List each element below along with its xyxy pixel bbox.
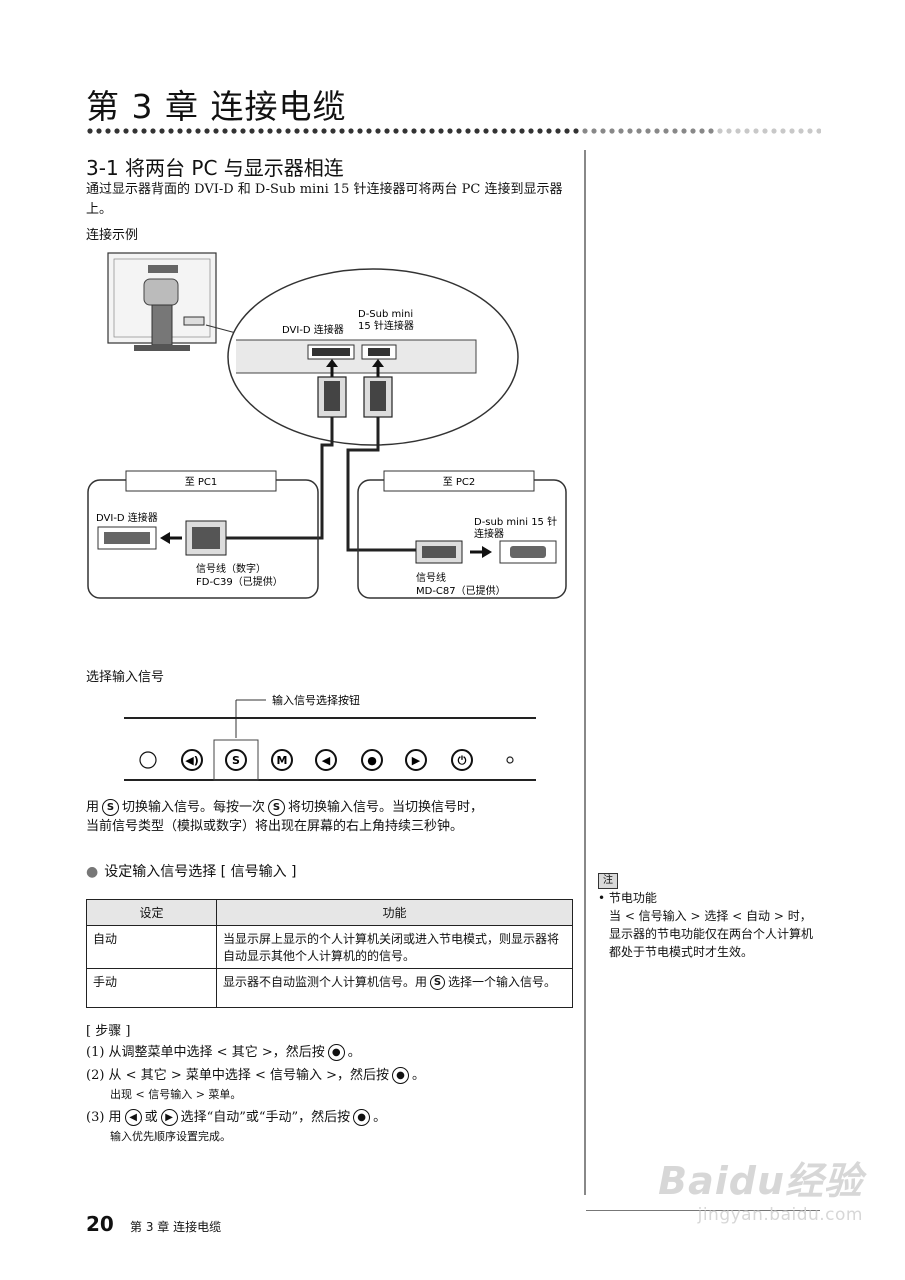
col-function-header: 功能 bbox=[216, 899, 573, 926]
monitor-rear-illustration bbox=[107, 252, 217, 351]
svg-text:◀: ◀ bbox=[322, 754, 331, 767]
right-arrow-icon: ▶ bbox=[405, 749, 427, 771]
pc1-label: 至 PC1 bbox=[185, 476, 218, 488]
baidu-watermark: Baidu经验 jingyan.baidu.com bbox=[658, 1150, 863, 1225]
row-auto-desc: 当显示屏上显示的个人计算机关闭或进入节电模式，则显示器将自动显示其他个人计算机的… bbox=[216, 925, 573, 969]
connection-diagram: DVI-D 连接器 D-Sub mini 15 针连接器 至 PC1 DVI-D… bbox=[87, 252, 567, 599]
mode-icon: M bbox=[271, 749, 293, 771]
signal-select-icon: S bbox=[102, 799, 120, 816]
watermark-logo: Baidu经验 bbox=[658, 1159, 863, 1203]
step-3-text-c: 选择“自动”或“手动”，然后按 bbox=[180, 1110, 351, 1125]
step-1-end: 。 bbox=[347, 1045, 361, 1060]
pc2-connector-label-1: D-sub mini 15 针 bbox=[474, 515, 557, 528]
footer-chapter-label: 第 3 章 连接电缆 bbox=[130, 1220, 222, 1234]
column-divider bbox=[584, 150, 586, 1195]
svg-text:●: ● bbox=[367, 754, 377, 767]
speaker-icon: ◀) bbox=[181, 749, 203, 771]
watermark-url: jingyan.baidu.com bbox=[697, 1205, 863, 1225]
select-input-heading: 选择输入信号 bbox=[86, 670, 165, 685]
row-manual-desc-post: 选择一个输入信号。 bbox=[448, 975, 557, 989]
step-3-note: 输入优先顺序设置完成。 bbox=[110, 1130, 231, 1143]
pc2-connector-label-2: 连接器 bbox=[474, 527, 504, 540]
note-block: • 节电功能 当 < 信号输入 > 选择 < 自动 > 时，显示器的节电功能仅在… bbox=[598, 889, 823, 961]
enter-icon: ● bbox=[353, 1109, 371, 1126]
pc1-cable-label-1: 信号线（数字） bbox=[196, 562, 266, 575]
col-setting-header: 设定 bbox=[86, 899, 217, 926]
select-button-callout: 输入信号选择按钮 bbox=[272, 693, 360, 707]
power-indicator-icon bbox=[506, 756, 514, 764]
setting-bullet-title: ●设定输入信号选择 [ 信号输入 ] bbox=[86, 864, 297, 880]
footer-rule bbox=[586, 1210, 820, 1211]
desc-post: 将切换输入信号。当切换信号时， bbox=[288, 800, 484, 815]
sensor-icon bbox=[139, 751, 157, 769]
step-2-end: 。 bbox=[412, 1068, 426, 1083]
steps-block: [ 步骤 ] (1) 从调整菜单中选择 < 其它 >，然后按●。 (2) 从 <… bbox=[86, 1022, 576, 1146]
pc2-cable-label-2: MD-C87（已提供） bbox=[416, 584, 506, 597]
example-heading: 连接示例 bbox=[86, 228, 139, 243]
steps-heading: [ 步骤 ] bbox=[86, 1024, 131, 1039]
step-2: (2) 从 < 其它 > 菜单中选择 < 信号输入 >，然后按●。 bbox=[86, 1066, 576, 1085]
settings-table: 设定 功能 自动 当显示屏上显示的个人计算机关闭或进入节电模式，则显示器将自动显… bbox=[86, 899, 573, 1008]
left-arrow-icon: ◀ bbox=[124, 1109, 142, 1126]
pc2-cable-label-1: 信号线 bbox=[416, 571, 446, 584]
chapter-title: 第 3 章 连接电缆 bbox=[86, 87, 347, 126]
power-icon: ⏻ bbox=[451, 749, 473, 771]
section-title: 3-1 将两台 PC 与显示器相连 bbox=[86, 156, 344, 180]
right-arrow-icon: ▶ bbox=[160, 1109, 178, 1126]
step-3: (3) 用◀或▶选择“自动”或“手动”，然后按●。 bbox=[86, 1108, 576, 1127]
pc1-connector-label: DVI-D 连接器 bbox=[96, 511, 158, 524]
note-tag: 注 bbox=[598, 873, 618, 889]
step-3-end: 。 bbox=[373, 1110, 387, 1125]
dsub-label-2: 15 针连接器 bbox=[358, 319, 414, 332]
table-row: 自动 当显示屏上显示的个人计算机关闭或进入节电模式，则显示器将自动显示其他个人计… bbox=[86, 925, 573, 969]
desc-pre: 用 bbox=[86, 800, 100, 815]
intro-text: 通过显示器背面的 DVI-D 和 D-Sub mini 15 针连接器可将两台 … bbox=[86, 182, 563, 217]
svg-text:S: S bbox=[232, 754, 240, 767]
step-3-text-b: 或 bbox=[144, 1110, 158, 1125]
dotted-rule bbox=[87, 128, 821, 134]
table-header-row: 设定 功能 bbox=[86, 899, 573, 926]
row-manual-name: 手动 bbox=[86, 968, 217, 1008]
row-auto-name: 自动 bbox=[86, 925, 217, 969]
enter-icon: ● bbox=[392, 1067, 410, 1084]
left-arrow-icon: ◀ bbox=[315, 749, 337, 771]
desc-mid: 切换输入信号。每按一次 bbox=[122, 800, 266, 815]
setting-bullet-text: 设定输入信号选择 [ 信号输入 ] bbox=[104, 864, 297, 880]
note-title: • 节电功能 bbox=[598, 891, 657, 905]
pc2-label: 至 PC2 bbox=[443, 476, 476, 488]
front-panel-illustration: 输入信号选择按钮 ◀) S M ◀ ● ▶ ⏻ bbox=[124, 693, 536, 781]
svg-text:M: M bbox=[277, 754, 288, 767]
step-1-text: (1) 从调整菜单中选择 < 其它 >，然后按 bbox=[86, 1045, 325, 1060]
row-manual-desc-pre: 显示器不自动监测个人计算机信号。用 bbox=[223, 975, 428, 989]
step-2-text: (2) 从 < 其它 > 菜单中选择 < 信号输入 >，然后按 bbox=[86, 1068, 390, 1083]
svg-text:▶: ▶ bbox=[412, 754, 421, 767]
enter-icon: ● bbox=[361, 749, 383, 771]
step-3-text-a: (3) 用 bbox=[86, 1110, 122, 1125]
svg-text:◀): ◀) bbox=[185, 754, 199, 767]
signal-select-icon: S bbox=[430, 975, 446, 990]
dsub-label-1: D-Sub mini bbox=[358, 309, 413, 320]
signal-select-icon: S bbox=[268, 799, 286, 816]
svg-text:⏻: ⏻ bbox=[458, 754, 467, 767]
step-1: (1) 从调整菜单中选择 < 其它 >，然后按●。 bbox=[86, 1043, 576, 1062]
page-number: 20 bbox=[86, 1212, 114, 1236]
desc-line2: 当前信号类型（模拟或数字）将出现在屏幕的右上角持续三秒钟。 bbox=[86, 819, 464, 834]
step-2-note: 出现 < 信号输入 > 菜单。 bbox=[110, 1088, 242, 1101]
connector-zoom-callout bbox=[227, 268, 519, 446]
note-text: 当 < 信号输入 > 选择 < 自动 > 时，显示器的节电功能仅在两台个人计算机… bbox=[609, 909, 814, 959]
enter-icon: ● bbox=[327, 1044, 345, 1061]
dvi-label: DVI-D 连接器 bbox=[282, 323, 344, 336]
signal-select-icon: S bbox=[225, 749, 247, 771]
pc1-cable-label-2: FD-C39（已提供） bbox=[196, 575, 283, 588]
